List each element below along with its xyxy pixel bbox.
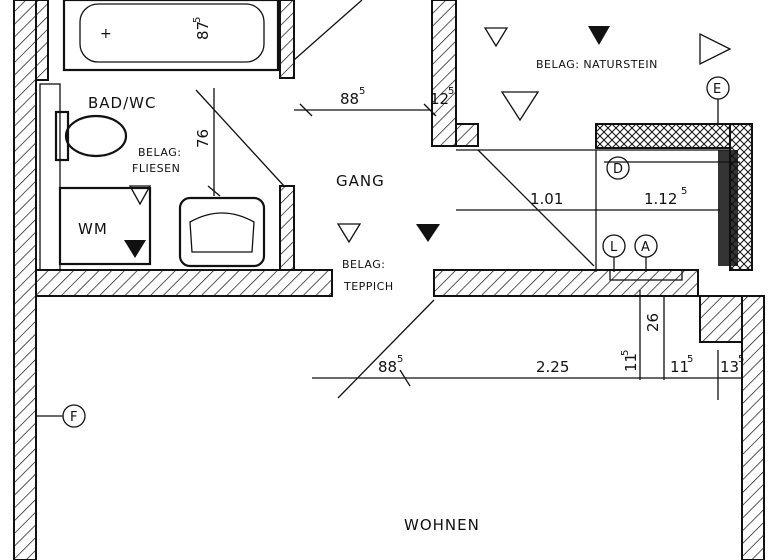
bad-east-wall-bottom [279, 185, 295, 271]
right-wall-column [699, 295, 743, 343]
left-inner-wall-top [35, 0, 49, 81]
bad-shelf [39, 83, 61, 271]
gang-south-wall-right [433, 269, 699, 297]
gang-marker-open [336, 223, 362, 244]
gang-south-wall-left [35, 269, 333, 297]
dim-gang-112: 1.12 [644, 190, 677, 208]
gang-belag-material: TEPPICH [343, 280, 394, 293]
stair-marker-filled-1 [588, 26, 610, 45]
svg-text:F: F [70, 410, 77, 425]
stair-west-wall [431, 0, 457, 147]
dim-wall-12-sup: 5 [448, 86, 454, 97]
dim-door-88-sup: 5 [397, 354, 403, 365]
bathtub-drain-icon: + [100, 26, 112, 42]
dim-bath-length-sup: 5 [192, 17, 203, 23]
bad-door-swing [195, 89, 285, 187]
dim-gang-112-sup: 5 [681, 186, 687, 197]
washbasin [178, 196, 266, 268]
marker-A: A [634, 234, 658, 272]
svg-text:A: A [641, 240, 650, 255]
room-label-gang: GANG [336, 172, 385, 190]
toilet-tank [54, 110, 70, 162]
dim-small-135-sup: 5 [738, 354, 744, 365]
toilet [64, 114, 128, 158]
dim-small-26: 26 [644, 313, 662, 332]
right-outer-wall [741, 295, 765, 560]
stair-marker-open-2 [699, 32, 732, 66]
door-swing-wohnen [337, 299, 435, 399]
bad-east-wall-top [279, 0, 295, 79]
svg-text:L: L [610, 240, 618, 255]
right-shaft [718, 150, 738, 266]
room-label-wohnen: WOHNEN [404, 516, 480, 534]
bathtub [62, 0, 280, 72]
svg-text:E: E [713, 82, 721, 97]
dim-bad-width: 88 [340, 90, 359, 108]
bad-belag-label: BELAG: [138, 146, 181, 159]
marker-E: E [706, 76, 730, 124]
right-wall-top [595, 123, 753, 149]
dim-small-115a-sup: 5 [620, 350, 631, 356]
wm-marker-filled [124, 240, 146, 258]
dim-small-115b: 11 [670, 358, 689, 376]
dim-small-135: 13 [720, 358, 739, 376]
dim-small-115b-sup: 5 [687, 354, 693, 365]
dim-bad-depth: 76 [194, 129, 212, 148]
terrasse-belag-label: BELAG: NATURSTEIN [536, 58, 658, 71]
marker-F: F [36, 404, 86, 428]
dim-wall-12: 12 [430, 90, 449, 108]
dim-bath-length: 87 [194, 21, 212, 40]
dim-door-88: 88 [378, 358, 397, 376]
marker-D: D [606, 156, 630, 180]
dim-span-225: 2.25 [536, 358, 569, 376]
gang-marker-filled [416, 224, 440, 242]
marker-L: L [602, 234, 626, 272]
left-outer-wall [13, 0, 37, 560]
room-label-bad: BAD/WC [88, 94, 156, 112]
dim-bad-width-sup: 5 [359, 86, 365, 97]
dim-gang-101: 1.01 [530, 190, 563, 208]
bathtub-inner [79, 3, 265, 63]
door-swing-upper [293, 0, 363, 61]
gang-diagonal [477, 149, 595, 267]
dim-small-115a: 11 [622, 353, 640, 372]
stair-marker-open-1 [483, 27, 509, 48]
svg-text:D: D [613, 162, 623, 177]
stair-marker-open-3 [500, 91, 540, 122]
gang-belag-label: BELAG: [342, 258, 385, 271]
stair-corner [455, 123, 479, 147]
washing-machine-label: WM [78, 220, 108, 238]
bad-belag-material: FLIESEN [132, 162, 180, 175]
washbasin-bowl [189, 212, 255, 253]
bad-marker-open [128, 185, 152, 206]
